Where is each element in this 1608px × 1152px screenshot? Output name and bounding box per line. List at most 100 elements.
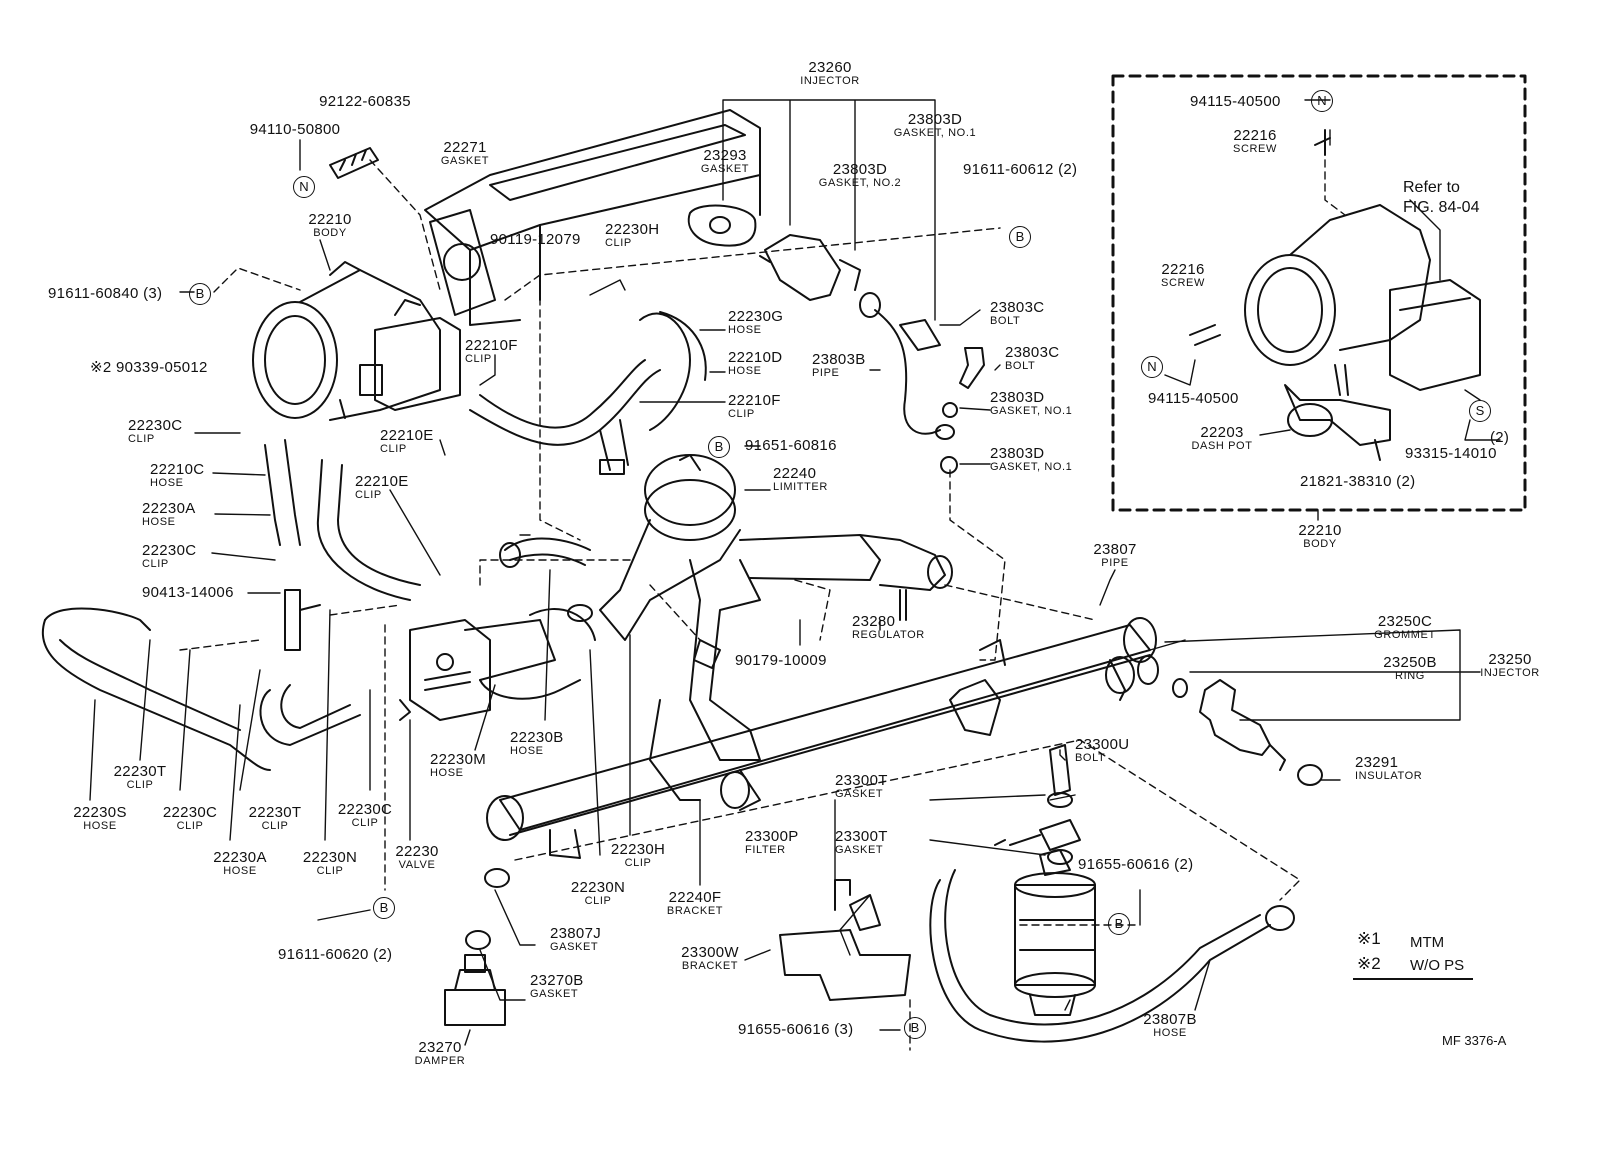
- part-number: 90179-10009: [735, 652, 827, 669]
- part-number: 22230H: [605, 221, 660, 238]
- part-desc: HOSE: [728, 365, 762, 377]
- part-number: 22210: [308, 211, 352, 228]
- gasket-22271-drawing: [429, 209, 496, 316]
- symbol-n: N: [293, 176, 315, 198]
- part-desc: BRACKET: [666, 905, 724, 917]
- part-desc: GASKET: [440, 155, 490, 167]
- regulator-drawing: [739, 534, 953, 621]
- label-23803B: 23803B PIPE: [812, 352, 866, 379]
- part-number: 22216: [1233, 127, 1277, 144]
- part-desc: HOSE: [142, 516, 176, 528]
- part-number: 22230C: [337, 801, 393, 818]
- part-desc: REGULATOR: [852, 629, 925, 641]
- part-number: 23807J: [550, 925, 602, 942]
- part-number: 22230M: [430, 751, 487, 768]
- part-number: 22216: [1161, 261, 1205, 278]
- part-number: 22230A: [213, 849, 267, 866]
- part-desc: CLIP: [261, 820, 289, 832]
- vsv-valve-drawing: [399, 619, 556, 721]
- part-desc: BODY: [1303, 538, 1337, 550]
- label-inset-93315: 93315-14010: [1405, 446, 1497, 461]
- refer-line2: FIG. 84-04: [1403, 199, 1480, 216]
- label-23291: 23291 INSULATOR: [1355, 755, 1422, 782]
- note-underline: [1353, 978, 1473, 980]
- part-number: 91611-60612 (2): [963, 161, 1078, 178]
- part-desc: CLIP: [142, 558, 169, 570]
- part-number: 23250C: [1377, 613, 1433, 630]
- part-desc: FILTER: [745, 844, 786, 856]
- part-number: 23807B: [1143, 1011, 1197, 1028]
- symbol-b: B: [1108, 913, 1130, 935]
- part-number: 23300P: [745, 828, 799, 845]
- part-number: 23250: [1488, 651, 1532, 668]
- label-22230M: 22230M HOSE: [430, 752, 486, 779]
- label-inset-21821: 21821-38310 (2): [1300, 474, 1415, 489]
- figure-code: MF 3376-A: [1442, 1033, 1507, 1048]
- part-desc: HOSE: [1153, 1027, 1187, 1039]
- label-91651-60816: 91651-60816: [745, 438, 837, 453]
- part-number: 22210C: [150, 461, 205, 478]
- part-number: 91655-60616 (2): [1078, 856, 1194, 873]
- label-94110-50800: 94110-50800: [240, 122, 350, 137]
- label-23803D-no2: 23803D GASKET, NO.2: [805, 162, 915, 189]
- injector-right-drawing: [1137, 655, 1323, 786]
- part-desc: INJECTOR: [800, 75, 860, 87]
- part-desc: PIPE: [1101, 557, 1129, 569]
- part-number: 22271: [443, 139, 487, 156]
- label-23300T-b: 23300T GASKET: [835, 829, 888, 856]
- part-desc: CLIP: [128, 433, 155, 445]
- part-number: 22240F: [668, 889, 722, 906]
- part-desc: GASKET, NO.1: [990, 461, 1073, 473]
- part-desc: SCREW: [1161, 277, 1205, 289]
- part-desc: CLIP: [355, 489, 382, 501]
- part-desc: GROMMET: [1374, 629, 1436, 641]
- part-number: 22240: [773, 465, 817, 482]
- note-mark-1: ※1: [1357, 929, 1381, 948]
- part-desc: CLIP: [126, 779, 154, 791]
- label-23260: 23260 INJECTOR: [780, 60, 880, 87]
- part-number: 22210F: [728, 392, 781, 409]
- label-inset-94115-top: 94115-40500: [1190, 94, 1281, 109]
- label-23293: 23293 GASKET: [680, 148, 770, 175]
- part-desc: GASKET, NO.2: [818, 177, 902, 189]
- symbol-n: N: [1141, 356, 1163, 378]
- part-number: 23300T: [835, 828, 888, 845]
- label-23280: 23280 REGULATOR: [852, 614, 925, 641]
- part-desc: CLIP: [316, 865, 344, 877]
- part-desc: BRACKET: [681, 960, 739, 972]
- part-desc: VALVE: [398, 859, 436, 871]
- label-22230H-top: 22230H CLIP: [605, 222, 659, 249]
- fuel-filter-drawing: [1014, 849, 1096, 1016]
- label-22210F-a: 22210F CLIP: [465, 338, 518, 365]
- label-22230A-a: 22230A HOSE: [142, 501, 196, 528]
- part-desc: DAMPER: [414, 1055, 466, 1067]
- part-number: 94115-40500: [1190, 93, 1281, 110]
- label-23807: 23807 PIPE: [1080, 542, 1150, 569]
- label-23803C-a: 23803C BOLT: [990, 300, 1044, 327]
- label-23803C-b: 23803C BOLT: [1005, 345, 1059, 372]
- label-22230C-c: 22230C CLIP: [150, 805, 230, 832]
- part-number: 22210: [1298, 522, 1342, 539]
- part-number: 23803D: [990, 389, 1045, 406]
- part-number: 22230G: [728, 308, 784, 325]
- part-desc: INJECTOR: [1480, 667, 1540, 679]
- part-desc: CLIP: [605, 237, 632, 249]
- label-22230B: 22230B HOSE: [510, 730, 564, 757]
- label-22210D: 22210D HOSE: [728, 350, 782, 377]
- part-number: 23270: [418, 1039, 462, 1056]
- part-number: 90413-14006: [142, 584, 234, 601]
- label-23300P: 23300P FILTER: [745, 829, 799, 856]
- part-desc: CLIP: [380, 443, 407, 455]
- injector-top-drawing: [687, 204, 881, 318]
- note-text-1: MTM: [1410, 934, 1445, 951]
- symbol-b: B: [373, 897, 395, 919]
- label-22210C: 22210C HOSE: [150, 462, 204, 489]
- part-number: 22230S: [73, 804, 127, 821]
- label-22230: 22230 VALVE: [382, 844, 452, 871]
- label-23300T-a: 23300T GASKET: [835, 773, 888, 800]
- label-23803D-top: 23803D GASKET, NO.1: [880, 112, 990, 139]
- part-number: 22203: [1200, 424, 1244, 441]
- part-desc: HOSE: [728, 324, 762, 336]
- part-desc: GASKET: [835, 788, 884, 800]
